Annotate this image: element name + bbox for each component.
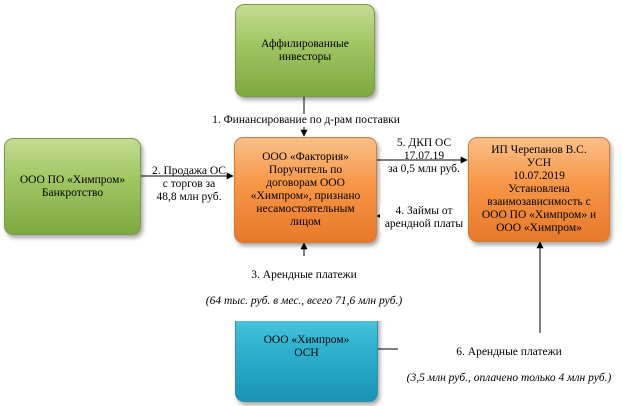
label-sale: 2. Продажа ОС с торгов за 48,8 млн руб. bbox=[152, 165, 226, 203]
label-rent-ip: 6. Арендные платежи (3,5 млн руб., оплач… bbox=[398, 333, 620, 398]
label-rent-ip-title: 6. Арендные платежи bbox=[456, 346, 562, 358]
label-rent-ip-note: (3,5 млн руб., оплачено только 4 млн руб… bbox=[406, 372, 612, 384]
label-loans: 4. Займы от арендной платы bbox=[380, 205, 468, 231]
label-financing: 1. Финансирование по д-рам поставки bbox=[204, 114, 408, 127]
label-rent-factoria-title: 3. Арендные платежи bbox=[251, 269, 357, 281]
node-himprom-po-bankrupt: ООО ПО «Химпром» Банкротство bbox=[4, 138, 141, 235]
node-affiliated-investors: Аффилированные инвесторы bbox=[235, 4, 375, 97]
label-rent-factoria: 3. Арендные платежи (64 тыс. руб. в мес.… bbox=[184, 256, 424, 321]
label-dkp: 5. ДКП ОС 17.07.19 за 0,5 млн руб. bbox=[388, 137, 460, 175]
node-factoria: ООО «Фактория» Поручитель по договорам О… bbox=[234, 137, 377, 243]
node-ip-cherepanov: ИП Черепанов В.С. УСН 10.07.2019 Установ… bbox=[468, 137, 610, 242]
label-rent-factoria-note: (64 тыс. руб. в мес., всего 71,6 млн руб… bbox=[205, 295, 403, 307]
